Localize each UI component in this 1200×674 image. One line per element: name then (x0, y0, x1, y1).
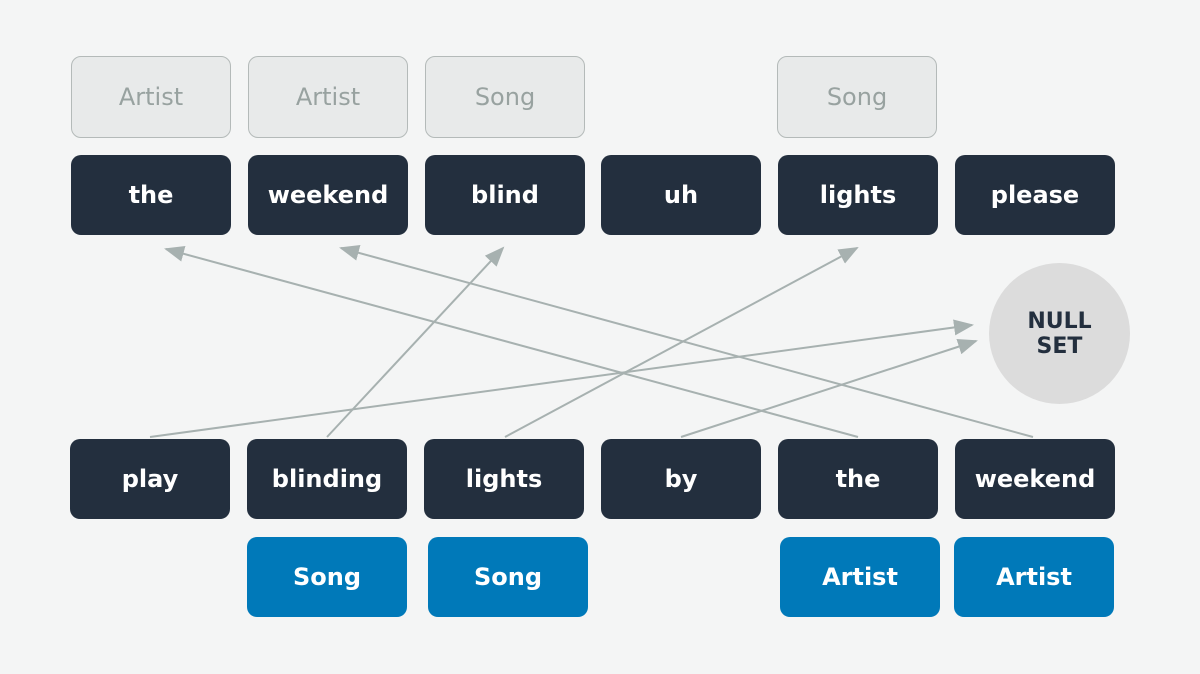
target-token-label: lights (819, 181, 897, 209)
target-token-blind: blind (425, 155, 585, 235)
target-token-label: weekend (267, 181, 389, 209)
target-tag-label: Artist (118, 83, 184, 111)
null-set-line-2: SET (1036, 333, 1083, 359)
source-token-blinding: blinding (247, 439, 407, 519)
source-tag-label: Artist (996, 563, 1072, 591)
source-token-label: by (664, 465, 698, 493)
target-tag-label: Artist (295, 83, 361, 111)
arrow-the-to-the (164, 245, 859, 438)
source-token-label: the (835, 465, 881, 493)
target-token-the: the (71, 155, 231, 235)
arrow-play-to-null (149, 319, 974, 438)
source-tag-artist-2: Artist (954, 537, 1114, 617)
source-token-label: play (121, 465, 179, 493)
target-tag-song-2: Song (777, 56, 937, 138)
source-tag-song-2: Song (428, 537, 588, 617)
source-token-the: the (778, 439, 938, 519)
target-token-label: uh (663, 181, 699, 209)
source-token-label: blinding (271, 465, 383, 493)
target-token-lights: lights (778, 155, 938, 235)
arrow-weekend-to-weekend (339, 245, 1034, 438)
target-tag-artist-2: Artist (248, 56, 408, 138)
target-tag-song-1: Song (425, 56, 585, 138)
source-tag-label: Artist (822, 563, 898, 591)
target-token-weekend: weekend (248, 155, 408, 235)
target-token-uh: uh (601, 155, 761, 235)
source-tag-label: Song (473, 563, 543, 591)
source-token-label: weekend (974, 465, 1096, 493)
target-token-label: please (990, 181, 1080, 209)
source-tag-song-1: Song (247, 537, 407, 617)
arrow-by-to-null (680, 338, 978, 438)
target-token-label: blind (471, 181, 539, 209)
target-token-please: please (955, 155, 1115, 235)
source-tag-artist-1: Artist (780, 537, 940, 617)
target-tag-label: Song (826, 83, 888, 111)
arrow-blinding-to-blind (326, 246, 505, 438)
source-tag-label: Song (292, 563, 362, 591)
source-token-label: lights (465, 465, 543, 493)
source-token-weekend: weekend (955, 439, 1115, 519)
target-token-label: the (128, 181, 174, 209)
source-token-by: by (601, 439, 761, 519)
source-token-lights: lights (424, 439, 584, 519)
target-tag-artist-1: Artist (71, 56, 231, 138)
null-set-node: NULL SET (989, 263, 1130, 404)
target-tag-label: Song (474, 83, 536, 111)
source-token-play: play (70, 439, 230, 519)
arrow-lights-to-lights (504, 247, 859, 438)
null-set-line-1: NULL (1027, 308, 1092, 334)
